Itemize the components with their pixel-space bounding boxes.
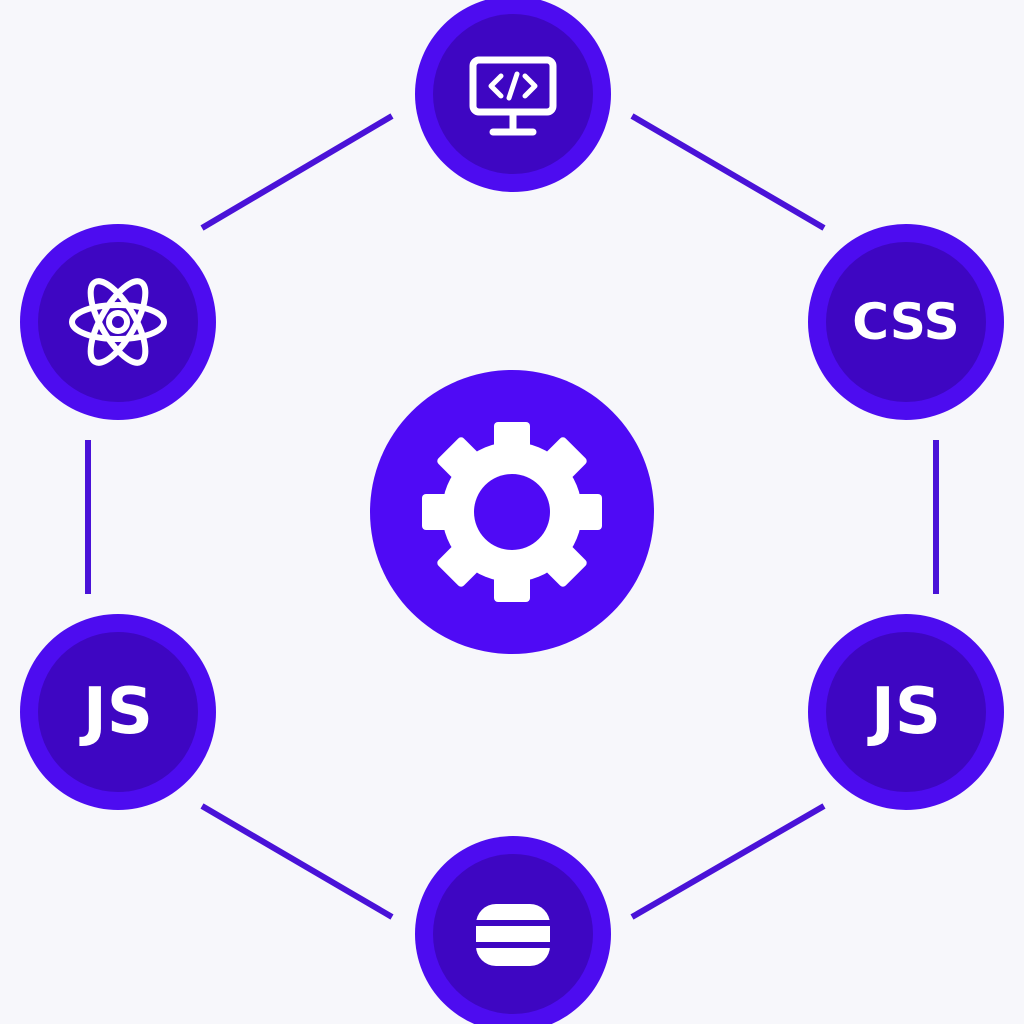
database-icon (476, 904, 550, 966)
code-monitor-icon (469, 56, 557, 136)
node-lower-right: JS (808, 614, 1004, 810)
node-upper-right: CSS (808, 224, 1004, 420)
node-upper-left (20, 224, 216, 420)
atom-icon (69, 278, 167, 366)
hub-node (370, 370, 654, 654)
node-bottom (415, 836, 611, 1024)
node-top (415, 0, 611, 192)
connector-top-upper-right (630, 113, 826, 231)
gear-icon (422, 422, 602, 602)
node-label: JS (79, 675, 153, 749)
node-lower-left: JS (20, 614, 216, 810)
connector-lower-right-bottom (630, 803, 826, 920)
node-label: CSS (852, 293, 959, 351)
connector-upper-left-top (200, 113, 394, 231)
node-label: JS (867, 675, 941, 749)
connector-bottom-lower-left (200, 803, 394, 920)
connector-lines (85, 113, 939, 920)
